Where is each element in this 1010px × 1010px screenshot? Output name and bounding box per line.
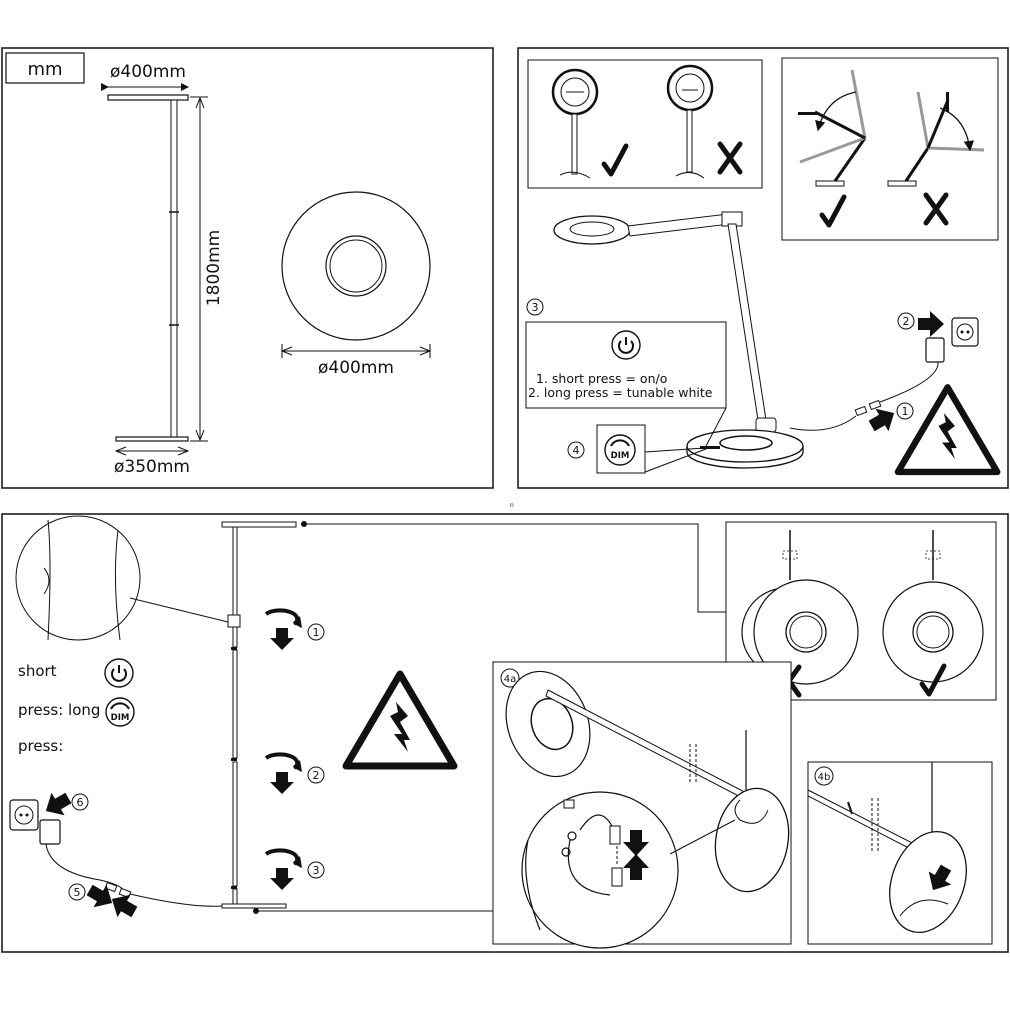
press-long-label: press: long [18,701,100,719]
disc-diameter-label: ø400mm [318,358,394,378]
check-mark-icon [822,197,844,225]
ring-wrong-example [666,64,714,179]
lamp-head-top-view [281,191,431,341]
rotate-connect-icon [264,608,304,652]
ring-correct-example [551,68,599,179]
dim-button-icon: DIM [105,697,135,727]
assembly-panel: 1 2 3 short press: long DIM press: 6 [1,513,1009,953]
base-diameter-label: ø350mm [114,457,190,477]
step-3-label: 3 [532,301,539,314]
unit-box [5,52,85,84]
assembly-step-1: 1 [313,626,320,639]
step-2-label: 2 [903,315,910,328]
wall-socket-icon [951,317,979,347]
assembly-step-5: 5 [74,886,81,899]
head-diameter-label: ø400mm [110,62,186,82]
instruction-line-1: 1. short press = on/o [536,371,667,386]
lamp-head-cover-fitting [807,762,967,934]
electric-hazard-icon [898,387,997,472]
wall-socket-icon [9,799,39,831]
desk-lamp-panel: 1 2 3 1. short press = on/o 2. long pres… [517,47,1009,489]
rotate-connect-icon [264,752,304,796]
svg-text:DIM: DIM [111,713,130,723]
step-4-label: 4 [573,444,580,457]
stray-mark: n [510,502,514,509]
svg-text:DIM: DIM [611,451,630,461]
arm-angle-wrong-example [887,91,985,187]
press-label: press: [18,737,63,755]
unit-label: mm [27,59,62,80]
dim-button-icon: DIM [604,434,636,466]
cross-mark-icon [720,144,740,172]
rotate-connect-icon [264,848,304,892]
electric-hazard-icon [346,674,454,766]
assembly-step-6: 6 [77,796,84,809]
head-orientation-wrong [741,530,859,685]
check-mark-icon [604,146,626,174]
cross-mark-icon [926,195,946,223]
step-1-label: 1 [902,405,909,418]
assembly-step-3: 3 [313,864,320,877]
assembly-step-2: 2 [313,769,320,782]
height-label: 1800mm [204,230,224,306]
head-orientation-correct [882,530,984,683]
power-button-icon [104,658,134,688]
instruction-line-2: 2. long press = tunable white [528,385,713,400]
short-label: short [18,662,57,680]
assembly-step-4a: 4a [504,674,517,685]
power-button-icon [611,330,641,360]
assembly-step-4b: 4b [818,772,831,783]
arm-angle-correct-example [798,69,867,187]
joint-detail-magnifier [15,515,141,641]
floor-lamp-side-view [107,94,189,442]
dimensions-panel: mm ø400mm 1800mm ø350mm ø4 [1,47,494,489]
desk-lamp-drawing [553,211,857,469]
